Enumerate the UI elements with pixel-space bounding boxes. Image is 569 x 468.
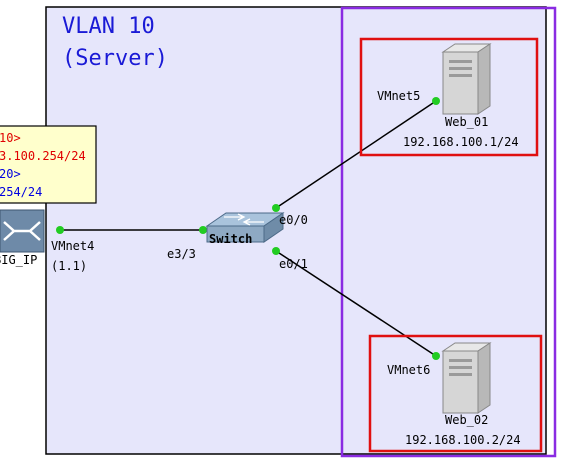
web02-label: Web_02 <box>445 413 488 427</box>
switch-device[interactable] <box>205 212 285 243</box>
iface-e0-1-label: e0/1 <box>279 257 308 271</box>
config-note: 10> 3.100.254/24 20> 254/24 <box>0 125 97 204</box>
port-dot-e0-0 <box>272 204 280 212</box>
web01-label: Web_01 <box>445 115 488 129</box>
web02-highlight-frame <box>368 334 543 453</box>
port-dot-e3-3 <box>199 226 207 234</box>
iface-vmnet4-label: VMnet4 <box>51 239 94 253</box>
bigip-device[interactable] <box>0 209 45 253</box>
zone-title-line2: (Server) <box>62 46 168 71</box>
web02-ip: 192.168.100.2/24 <box>405 433 521 447</box>
web01-highlight-frame <box>359 37 539 157</box>
web02-device[interactable] <box>441 342 492 414</box>
zone-title-line1: VLAN 10 <box>62 14 155 39</box>
config-note-line4: 254/24 <box>0 185 42 199</box>
port-dot-vmnet5 <box>432 97 440 105</box>
iface-vmnet6-label: VMnet6 <box>387 363 430 377</box>
port-dot-vmnet6 <box>432 352 440 360</box>
config-note-line1: 10> <box>0 131 21 145</box>
iface-e0-0-label: e0/0 <box>279 213 308 227</box>
iface-vmnet4-addr: (1.1) <box>51 259 87 273</box>
config-note-line2: 3.100.254/24 <box>0 149 86 163</box>
iface-e3-3-label: e3/3 <box>167 247 196 261</box>
link-switch-web02 <box>275 250 437 357</box>
iface-vmnet5-label: VMnet5 <box>377 89 420 103</box>
port-dot-e0-1 <box>272 247 280 255</box>
config-note-line3: 20> <box>0 167 21 181</box>
switch-label: Switch <box>209 232 252 246</box>
web01-ip: 192.168.100.1/24 <box>403 135 519 149</box>
bigip-label: BIG_IP <box>0 253 37 267</box>
server-group-frame <box>340 6 557 458</box>
web01-device[interactable] <box>441 43 492 115</box>
port-dot-vmnet4 <box>56 226 64 234</box>
link-switch-web01 <box>275 100 437 209</box>
